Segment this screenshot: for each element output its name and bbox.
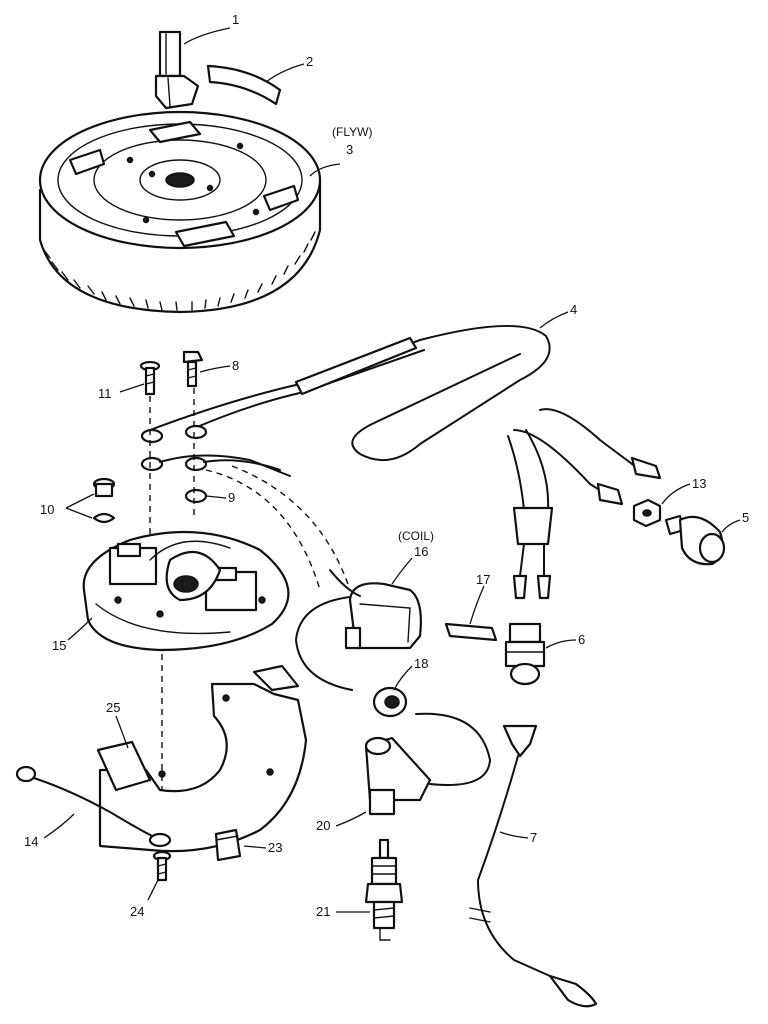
callout-11: 11 xyxy=(98,386,112,401)
part-23-block xyxy=(214,828,242,862)
callout-15: 15 xyxy=(52,638,66,653)
part-1-stud xyxy=(154,30,200,110)
part-21-spark-plug xyxy=(364,838,404,941)
ring-terminal xyxy=(184,424,208,440)
callout-5: 5 xyxy=(742,510,749,525)
callout-23: 23 xyxy=(268,840,282,855)
callout-2: 2 xyxy=(306,54,313,69)
assembly-line xyxy=(205,469,321,591)
callout-16: 16 xyxy=(414,544,428,559)
callout-10: 10 xyxy=(40,502,54,517)
callout-24: 24 xyxy=(130,904,144,919)
part-3-flywheel xyxy=(38,110,322,314)
part-8-screw xyxy=(182,350,204,388)
part-4-wire-harness xyxy=(149,325,662,600)
part-15-stator-plate xyxy=(82,530,290,652)
part-24-screw xyxy=(152,850,172,882)
callout-7: 7 xyxy=(530,830,537,845)
part-7-ground-lead xyxy=(469,724,598,1008)
part-10-screw xyxy=(92,477,116,524)
leader-lines xyxy=(43,27,741,913)
callout-18: 18 xyxy=(414,656,428,671)
part-11-screw xyxy=(139,360,161,396)
callout-20: 20 xyxy=(316,818,330,833)
part-20-boot xyxy=(364,712,491,816)
part-14-ground-wire xyxy=(15,765,172,848)
part-6-switch xyxy=(504,622,546,686)
part-18-grommet xyxy=(372,686,408,718)
part-5-switch xyxy=(664,514,726,566)
callout-3-caption: (FLYW) xyxy=(332,125,372,139)
ring-terminal xyxy=(184,456,208,472)
callout-1: 1 xyxy=(232,12,239,27)
ring-terminal xyxy=(140,456,164,472)
callout-16-caption: (COIL) xyxy=(398,529,434,543)
part-16-coil xyxy=(295,569,422,691)
callout-6: 6 xyxy=(578,632,585,647)
callout-4: 4 xyxy=(570,302,577,317)
part-17-plate xyxy=(444,622,498,642)
callout-9: 9 xyxy=(228,490,235,505)
part-9-washer xyxy=(184,488,208,504)
part-2-key xyxy=(206,64,282,106)
callout-3: 3 xyxy=(346,142,353,157)
part-25-bracket xyxy=(96,664,308,853)
callout-8: 8 xyxy=(232,358,239,373)
ring-terminal xyxy=(140,428,164,444)
callout-14: 14 xyxy=(24,834,38,849)
callout-25: 25 xyxy=(106,700,120,715)
callout-13: 13 xyxy=(692,476,706,491)
part-13-nut-hole xyxy=(642,509,652,517)
assembly-line xyxy=(231,465,351,591)
callout-21: 21 xyxy=(316,904,330,919)
callout-17: 17 xyxy=(476,572,490,587)
